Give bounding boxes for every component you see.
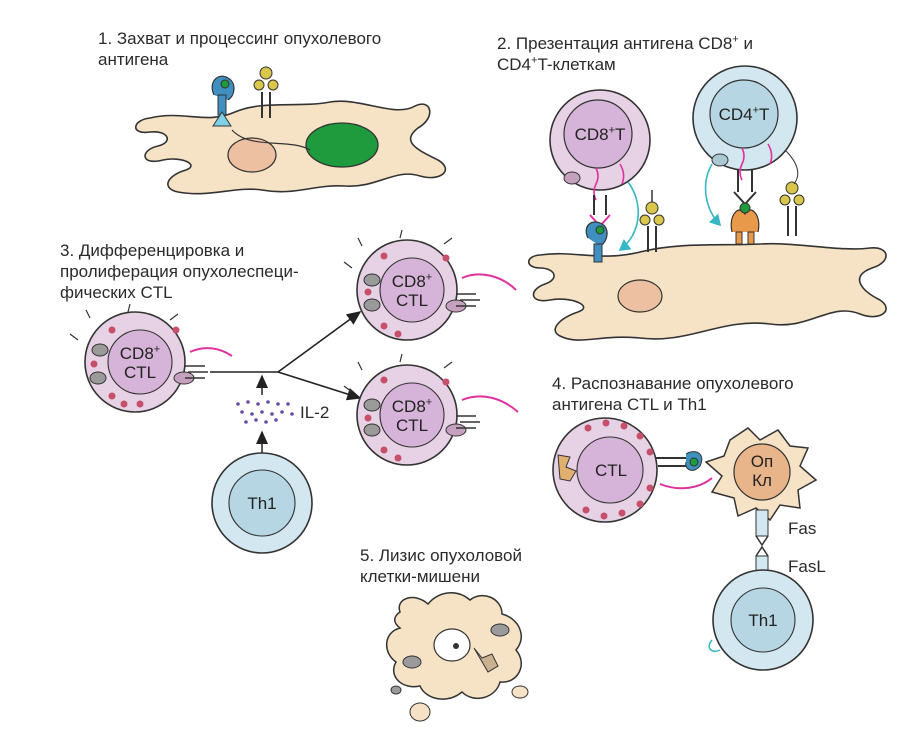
th1-a-label: Th1 (247, 494, 277, 513)
dendritic-cell-1 (134, 66, 446, 195)
arrow-up (277, 311, 362, 373)
ctl-a-label: CD8+ CTL (119, 343, 161, 382)
cd8t-label: CD8+T (574, 124, 626, 144)
tumor-cell (704, 427, 818, 522)
lysed-target-cell (386, 592, 529, 722)
ctl-precursor (69, 303, 233, 413)
cd4-t-cell (692, 65, 798, 181)
ctl-effector (552, 417, 713, 523)
step2-title: 2. Презентация антигена CD8+ и CD4+T-кле… (497, 33, 753, 74)
phagosome (227, 137, 277, 173)
ctl-clone-upper (343, 229, 517, 341)
il2-dots (236, 400, 294, 424)
cd8-t-cell (549, 89, 651, 201)
fasl-label: FasL (788, 557, 826, 576)
th1-cell-a (211, 452, 313, 554)
tcr-cd8 (585, 181, 665, 263)
ctl-clone-lower (343, 353, 519, 466)
dendritic-cell-2 (527, 242, 887, 341)
fas-label: Fas (788, 519, 817, 538)
uptake-receptor (211, 75, 235, 127)
ctl-b-label: CD8+ CTL (391, 271, 433, 310)
tcr-cd4 (704, 149, 805, 245)
mhc-molecule (253, 66, 279, 118)
th1-cell-b (708, 569, 814, 671)
il2-label: IL-2 (300, 403, 330, 422)
th1-b-label: Th1 (748, 611, 778, 630)
arrow-down (277, 371, 362, 401)
ctl-c-label: CD8+ CTL (391, 396, 433, 435)
nucleus (305, 122, 379, 168)
cd4t-label: CD4+T (718, 104, 770, 124)
ctl-d-label: CTL (594, 461, 628, 480)
